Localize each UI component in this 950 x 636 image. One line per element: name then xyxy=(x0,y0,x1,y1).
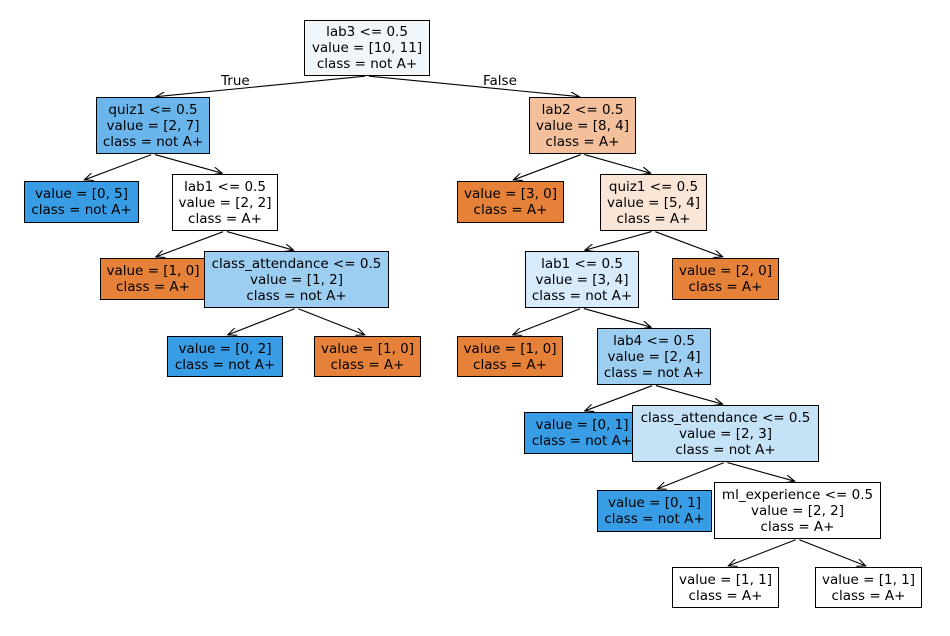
node-text-line: class = A+ xyxy=(760,518,835,535)
tree-edge-n10-n11 xyxy=(585,231,652,251)
node-text-line: value = [1, 1] xyxy=(678,571,773,588)
node-text-line: class = A+ xyxy=(831,587,906,604)
true-branch-label: True xyxy=(221,73,250,89)
tree-edge-n0-n1 xyxy=(156,75,366,97)
node-text-line: value = [0, 5] xyxy=(34,186,129,202)
node-text-line: class = not A+ xyxy=(604,511,705,527)
node-text-line: class = A+ xyxy=(473,356,547,373)
node-text-line: value = [0, 2] xyxy=(178,340,272,357)
node-text-line: lab1 <= 0.5 xyxy=(184,178,266,195)
node-text-line: value = [1, 1] xyxy=(821,571,916,588)
tree-edge-n8-n9 xyxy=(513,154,581,180)
node-text-line: value = [2, 2] xyxy=(750,502,845,519)
tree-node-n12: value = [2, 0]class = A+ xyxy=(672,258,779,300)
tree-edge-n11-n14 xyxy=(583,308,651,328)
tree-edge-n3-n5 xyxy=(226,231,294,251)
tree-node-n19: value = [1, 1]class = A+ xyxy=(672,567,779,608)
tree-edge-n16-n18 xyxy=(727,462,794,482)
node-text-line: value = [2, 7] xyxy=(106,117,200,134)
node-text-line: value = [10, 11] xyxy=(311,40,423,56)
tree-node-n20: value = [1, 1]class = A+ xyxy=(815,567,922,608)
tree-edge-n14-n16 xyxy=(655,385,723,405)
node-text-line: value = [2, 2] xyxy=(178,194,272,211)
node-text-line: class = not A+ xyxy=(31,202,132,218)
node-text-line: class_attendance <= 0.5 xyxy=(640,409,811,426)
node-text-line: value = [2, 0] xyxy=(678,263,773,279)
node-text-line: value = [3, 4] xyxy=(535,271,629,288)
node-text-line: lab4 <= 0.5 xyxy=(613,332,695,349)
node-text-line: value = [1, 0] xyxy=(463,340,557,357)
tree-node-n4: value = [1, 0]class = A+ xyxy=(100,258,206,300)
node-text-line: ml_experience <= 0.5 xyxy=(721,486,874,503)
tree-edge-n11-n13 xyxy=(513,308,581,335)
node-text-line: class = not A+ xyxy=(174,356,276,373)
tree-edge-n1-n3 xyxy=(154,154,222,174)
tree-edge-n18-n20 xyxy=(799,539,865,566)
node-text-line: value = [2, 3] xyxy=(678,425,773,442)
tree-node-n17: value = [0, 1]class = not A+ xyxy=(597,490,712,532)
node-text-line: quiz1 <= 0.5 xyxy=(108,101,198,118)
node-text-line: value = [2, 4] xyxy=(607,348,701,365)
node-text-line: class = A+ xyxy=(545,133,620,150)
tree-edge-n10-n12 xyxy=(655,231,722,257)
node-text-line: value = [1, 2] xyxy=(249,271,344,288)
node-text-line: value = [0, 1] xyxy=(607,495,702,511)
node-text-line: value = [3, 0] xyxy=(463,186,558,202)
node-text-line: class = not A+ xyxy=(316,56,418,72)
node-text-line: lab2 <= 0.5 xyxy=(541,101,624,118)
tree-edge-n18-n19 xyxy=(728,539,796,566)
tree-node-n15: value = [0, 1]class = not A+ xyxy=(524,412,640,454)
tree-edge-n5-n7 xyxy=(298,308,364,335)
node-text-line: value = [5, 4] xyxy=(606,194,701,211)
tree-node-n13: value = [1, 0]class = A+ xyxy=(457,336,563,377)
node-text-line: lab1 <= 0.5 xyxy=(541,255,623,272)
node-text-line: value = [8, 4] xyxy=(535,117,630,134)
false-branch-label: False xyxy=(483,73,517,89)
tree-edge-n5-n6 xyxy=(228,308,295,335)
tree-node-n9: value = [3, 0]class = A+ xyxy=(457,181,564,223)
node-text-line: class = A+ xyxy=(188,210,262,227)
tree-edge-n1-n2 xyxy=(84,154,152,180)
tree-edge-n8-n10 xyxy=(584,154,650,174)
node-text-line: value = [1, 0] xyxy=(320,340,415,357)
node-text-line: class = A+ xyxy=(688,279,763,295)
tree-edge-n0-n8 xyxy=(368,75,580,97)
node-text-line: class = A+ xyxy=(688,587,763,604)
tree-node-n6: value = [0, 2]class = not A+ xyxy=(167,336,283,377)
node-text-line: lab3 <= 0.5 xyxy=(326,24,408,40)
node-text-line: class_attendance <= 0.5 xyxy=(211,255,382,272)
node-text-line: quiz1 <= 0.5 xyxy=(608,178,699,195)
tree-node-n7: value = [1, 0]class = A+ xyxy=(314,336,421,377)
tree-edge-n16-n17 xyxy=(657,462,724,489)
node-text-line: class = not A+ xyxy=(603,364,705,381)
node-text-line: class = not A+ xyxy=(102,133,204,150)
tree-edge-n14-n15 xyxy=(585,385,653,411)
node-text-line: value = [0, 1] xyxy=(535,417,629,433)
node-text-line: class = not A+ xyxy=(531,287,633,304)
node-text-line: class = not A+ xyxy=(246,287,347,304)
node-text-line: value = [1, 0] xyxy=(106,263,200,279)
node-text-line: class = A+ xyxy=(616,210,691,227)
node-text-line: class = not A+ xyxy=(675,441,776,458)
tree-edge-n3-n4 xyxy=(156,231,224,257)
node-text-line: class = A+ xyxy=(473,202,548,218)
tree-node-n2: value = [0, 5]class = not A+ xyxy=(24,181,139,223)
node-text-line: class = A+ xyxy=(330,356,405,373)
node-text-line: class = A+ xyxy=(116,279,190,295)
node-text-line: class = not A+ xyxy=(531,433,633,449)
